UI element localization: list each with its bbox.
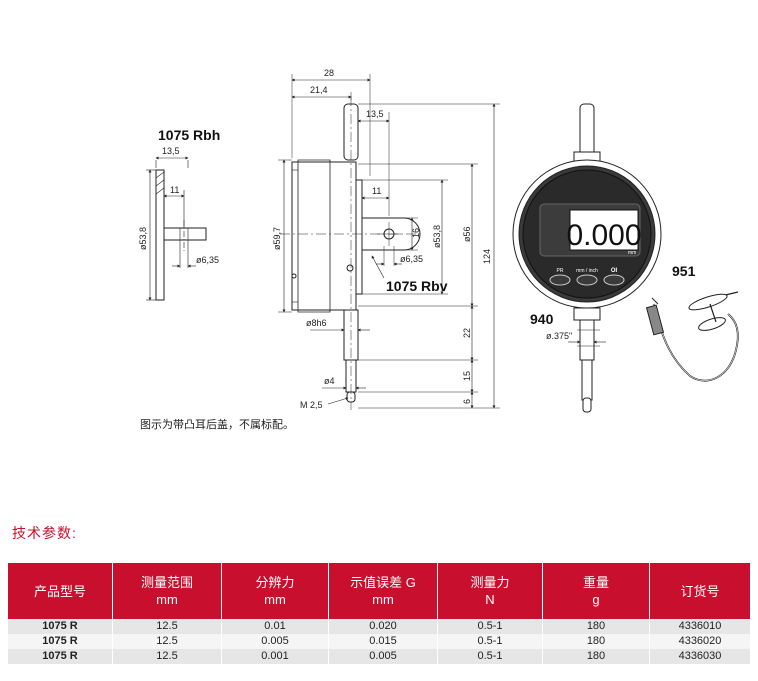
dim-8h6: ø8h6 — [306, 318, 327, 328]
dim-59-7: ø59,7 — [272, 227, 282, 250]
dim-13-5-left: 13,5 — [162, 146, 180, 156]
cell-range: 12.5 — [112, 634, 222, 649]
drawing-note: 图示为带凸耳后盖，不属标配。 — [140, 419, 294, 431]
cell-force: 0.5-1 — [437, 634, 543, 649]
lifting-cable-951 — [645, 291, 739, 382]
cell-resolution: 0.01 — [221, 619, 329, 634]
cell-weight: 180 — [542, 634, 650, 649]
cell-model: 1075 R — [8, 649, 113, 664]
dim-15: 15 — [462, 371, 472, 381]
dim-53-8-left: ø53,8 — [138, 227, 148, 250]
cell-error: 0.020 — [328, 619, 438, 634]
button-power-label: OI — [611, 268, 618, 274]
table-row: 1075 R 12.5 0.01 0.020 0.5-1 180 4336010 — [8, 619, 750, 634]
cell-model: 1075 R — [8, 619, 113, 634]
dim-4: ø4 — [324, 376, 335, 386]
cell-weight: 180 — [542, 619, 650, 634]
cell-resolution: 0.005 — [221, 634, 329, 649]
cell-resolution: 0.001 — [221, 649, 329, 664]
rbh-back-view — [146, 156, 207, 301]
cell-error: 0.005 — [328, 649, 438, 664]
dim-375: ø.375" — [546, 331, 572, 341]
front-view — [512, 103, 662, 413]
header-order-no: 订货号 — [649, 563, 750, 619]
dim-m2-5: M 2,5 — [300, 400, 323, 410]
table-row: 1075 R 12.5 0.005 0.015 0.5-1 180 433602… — [8, 634, 750, 649]
dim-11-right: 11 — [372, 186, 381, 196]
table-row: 1075 R 12.5 0.001 0.005 0.5-1 180 433603… — [8, 649, 750, 664]
cell-order-no: 4336020 — [649, 634, 750, 649]
cell-range: 12.5 — [112, 619, 222, 634]
cell-range: 12.5 — [112, 649, 222, 664]
cell-force: 0.5-1 — [437, 619, 543, 634]
dim-28: 28 — [324, 68, 334, 78]
section-title-specs: 技术参数: — [12, 525, 77, 541]
header-model: 产品型号 — [8, 563, 113, 619]
cell-force: 0.5-1 — [437, 649, 543, 664]
rbv-label: 1075 Rbv — [386, 278, 448, 294]
dim-13-5-top: 13,5 — [366, 109, 384, 119]
cell-weight: 180 — [542, 649, 650, 664]
button-mm-inch-label: mm / inch — [576, 268, 598, 274]
part-940-label: 940 — [530, 311, 554, 327]
rbh-label: 1075 Rbh — [158, 127, 220, 143]
technical-drawing: 1075 Rbh 13,5 11 ø53,8 ø6,35 — [138, 68, 739, 413]
dim-21-4: 21,4 — [310, 85, 328, 95]
side-view — [278, 74, 500, 410]
cell-order-no: 4336030 — [649, 649, 750, 664]
dim-6-35-left: ø6,35 — [196, 255, 219, 265]
cell-model: 1075 R — [8, 634, 113, 649]
display-unit: mm — [628, 250, 636, 256]
dim-11-left: 11 — [170, 185, 179, 195]
dim-6-35-right: ø6,35 — [400, 254, 423, 264]
dim-16: 16 — [411, 228, 421, 238]
button-pr-label: PR — [557, 268, 564, 274]
part-951-label: 951 — [672, 263, 696, 279]
display-value: 0.000 — [566, 219, 641, 252]
dim-53-8-right: ø53,8 — [432, 225, 442, 248]
dim-124: 124 — [482, 249, 492, 264]
cell-error: 0.015 — [328, 634, 438, 649]
dim-22: 22 — [462, 328, 472, 338]
dim-6: 6 — [462, 399, 472, 404]
dim-56: ø56 — [462, 226, 472, 242]
cell-order-no: 4336010 — [649, 619, 750, 634]
